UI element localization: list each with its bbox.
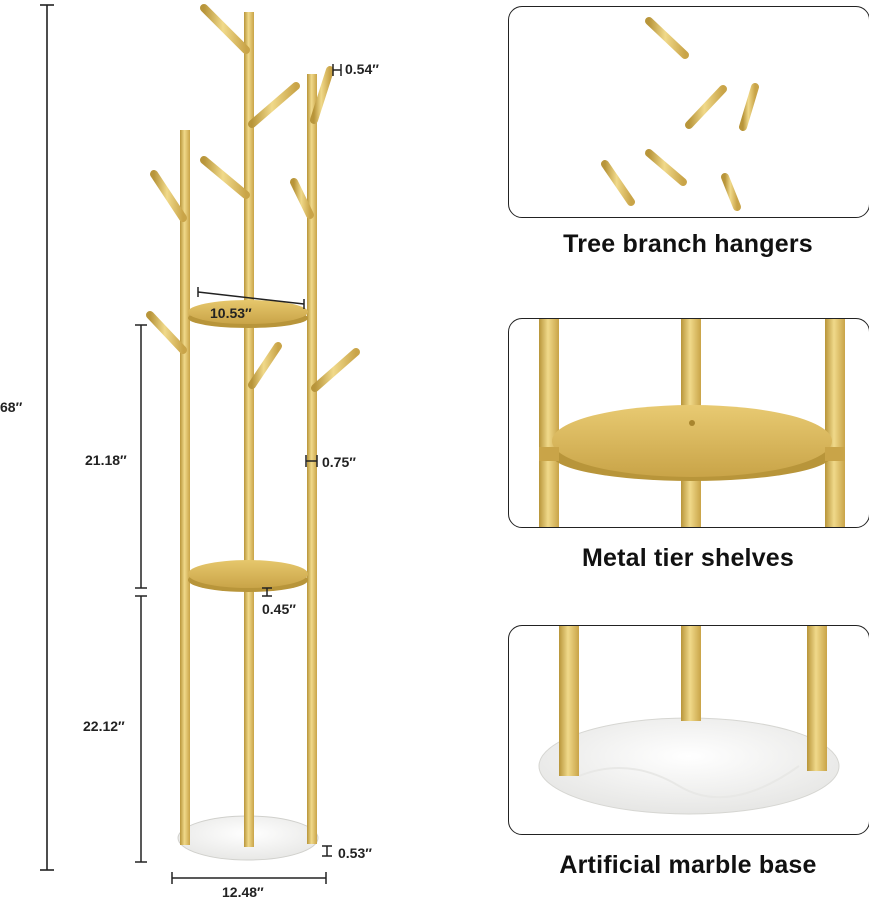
feature-caption-base: Artificial marble base (559, 851, 817, 879)
base-thickness-label: 0.53″ (338, 845, 372, 861)
tier-shelf-illustration (539, 319, 845, 527)
upper-section-dimension-line (135, 324, 147, 589)
shelf-thickness-marker (262, 587, 272, 597)
base-width-dimension-line (171, 872, 327, 884)
pole-diameter-label: 0.75″ (322, 454, 356, 470)
upper-section-label: 21.18″ (85, 452, 127, 468)
feature-panel-base (508, 625, 869, 835)
base-diameter-label: 12.48″ (222, 884, 264, 900)
branch-hangers-illustration (601, 17, 759, 217)
coat-rack-illustration (40, 4, 360, 884)
feature-caption-branches: Tree branch hangers (563, 230, 813, 258)
feature-caption-shelves: Metal tier shelves (581, 544, 795, 572)
shelf-thickness-label: 0.45″ (262, 601, 296, 617)
shelf-width-dimension-line (197, 287, 305, 309)
lower-shelf (188, 560, 308, 592)
feature-panel-shelves (508, 318, 869, 528)
height-dimension-line (40, 4, 54, 871)
lower-section-dimension-line (135, 595, 147, 863)
base-thickness-marker (322, 845, 332, 857)
branch-width-label: 0.54″ (345, 61, 379, 77)
branch-hooks (146, 4, 360, 392)
branch-width-marker (332, 64, 342, 76)
rack-poles (180, 12, 317, 847)
height-total-label: 68″ (0, 399, 23, 415)
upper-shelf (188, 300, 308, 328)
lower-section-label: 22.12″ (83, 718, 125, 734)
feature-panel-branches (508, 6, 869, 218)
shelf-diameter-label: 10.53″ (210, 305, 252, 321)
marble-base-illustration (538, 626, 840, 815)
pole-diameter-marker (305, 455, 318, 467)
